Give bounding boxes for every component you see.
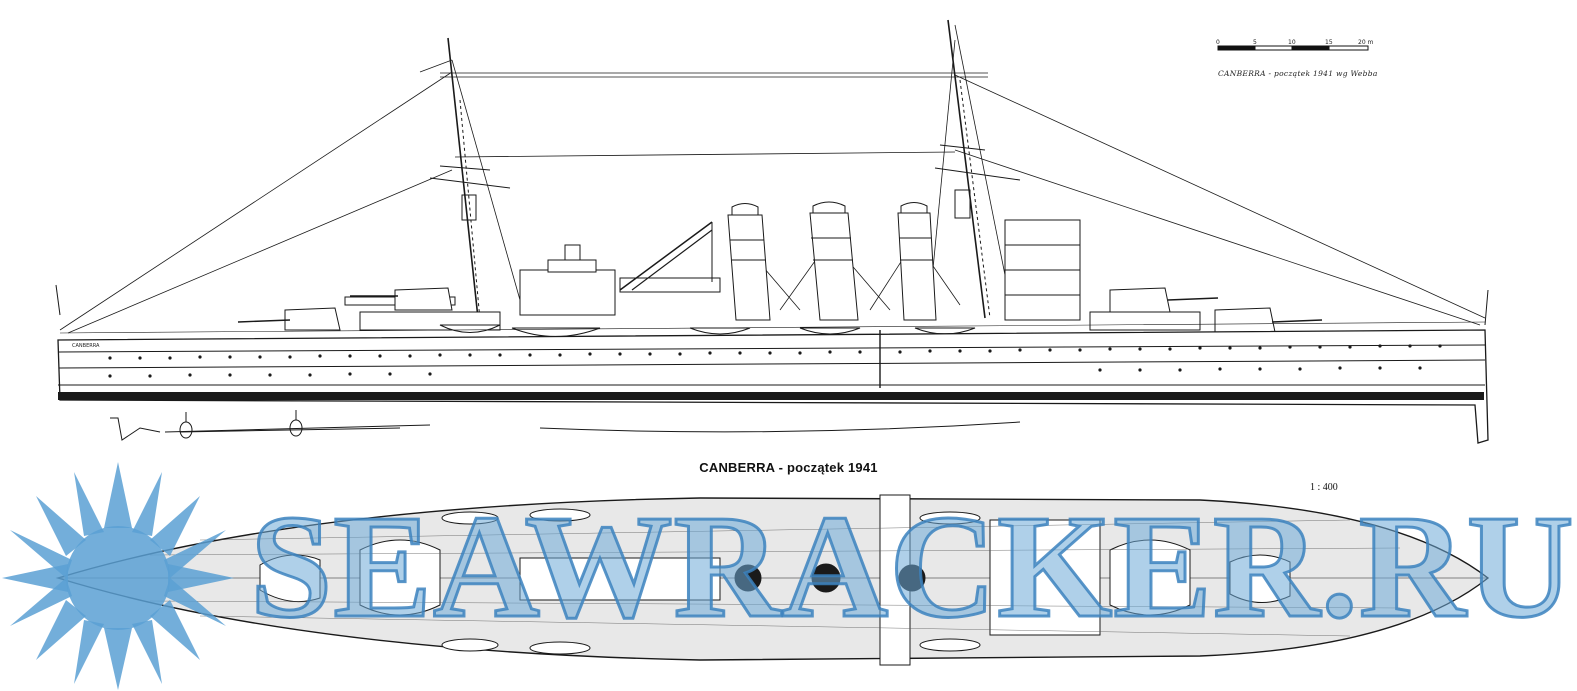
watermark-text: SEAWRACKER.RU xyxy=(249,485,1576,649)
boats xyxy=(439,324,976,337)
scale-tick-5: 5 xyxy=(1253,39,1257,46)
forward-superstructure xyxy=(237,244,616,331)
plan-turrets xyxy=(259,539,1291,616)
funnels xyxy=(727,201,937,321)
scale-ratio: 1 : 400 xyxy=(1310,482,1338,493)
deck-planking xyxy=(149,519,1401,637)
handwritten-caption: CANBERRA - początek 1941 wg Webba xyxy=(1218,69,1378,78)
crane xyxy=(619,221,721,293)
scale-tick-10: 10 xyxy=(1288,39,1296,46)
aft-superstructure xyxy=(1004,219,1323,333)
portholes xyxy=(108,344,1442,378)
hull xyxy=(55,284,1489,444)
watermark-sun-icon xyxy=(2,462,234,690)
plan-view xyxy=(55,494,1490,666)
side-elevation xyxy=(55,19,1489,444)
hull-name-label: CANBERRA xyxy=(72,343,100,349)
scale-bar xyxy=(1217,45,1369,51)
plan-funnels xyxy=(734,563,926,593)
foremast xyxy=(429,37,511,321)
scale-tick-0: 0 xyxy=(1216,39,1220,46)
main-caption: CANBERRA - początek 1941 xyxy=(699,460,878,475)
plan-boats xyxy=(441,508,981,655)
mainmast xyxy=(934,19,1021,319)
propeller-shafts xyxy=(110,410,1021,441)
scale-tick-15: 15 xyxy=(1325,39,1333,46)
scale-tick-20: 20 m xyxy=(1358,39,1374,46)
